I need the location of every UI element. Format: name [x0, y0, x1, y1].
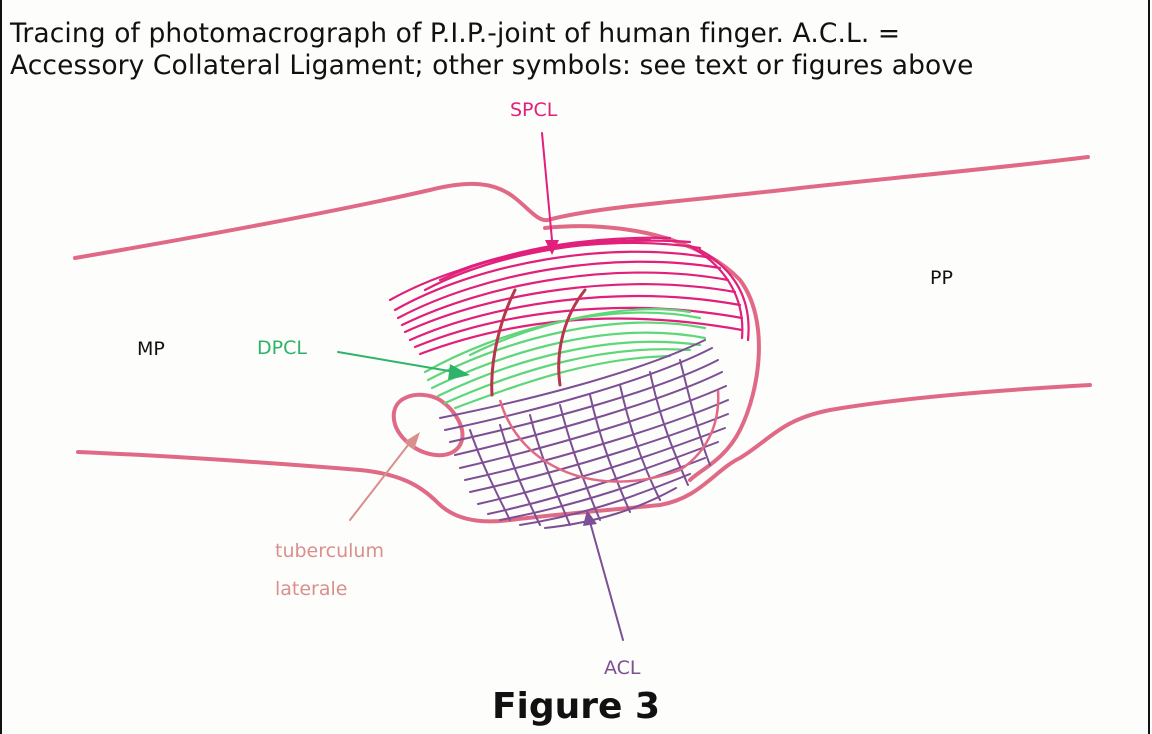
- dpcl-arrow: [338, 352, 455, 372]
- spcl-label: SPCL: [510, 99, 558, 121]
- tuberculum-contour: [394, 395, 463, 455]
- figure-title: Figure 3: [0, 686, 1152, 727]
- acl-label: ACL: [604, 657, 641, 679]
- acl-arrow: [590, 522, 623, 640]
- mp-label: MP: [137, 338, 165, 360]
- tuberculum-label-line1: tuberculum: [275, 540, 384, 562]
- tuberculum-label-line2: laterale: [275, 578, 347, 600]
- spcl-arrow: [542, 133, 552, 240]
- pp-label: PP: [930, 267, 953, 289]
- dpcl-label: DPCL: [257, 337, 307, 359]
- acl-fibers: [440, 340, 728, 528]
- label-arrows: [338, 133, 623, 640]
